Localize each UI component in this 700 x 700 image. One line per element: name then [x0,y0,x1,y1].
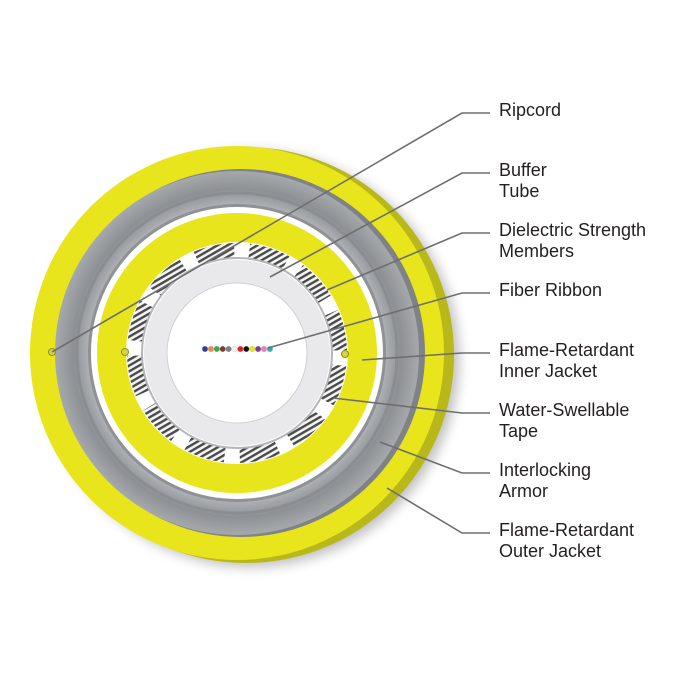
leader-line [269,172,490,278]
callout-label-line: Water-Swellable [499,400,630,420]
callout-label-line: Flame-Retardant [499,340,635,360]
strength-member-segment [149,259,188,296]
callout-label-line: Inner Jacket [499,361,598,381]
callout-label-line: Outer Jacket [499,541,602,561]
buffer-tube-interior [166,282,308,424]
callout-label-line: Ripcord [499,100,562,120]
strength-member-segment [324,309,347,351]
leader-line [386,487,490,534]
strength-member-segment [127,355,150,397]
strength-member-segment [143,402,180,441]
fiber [255,345,262,353]
ripcord [121,348,129,356]
leader-line [267,292,490,349]
ripcord [341,350,349,358]
fiber [213,345,220,353]
strength-member-segment [320,364,347,406]
callout-label-line: Tube [499,181,540,201]
leader-line [332,397,490,414]
callout-label-line: Dielectric Strength [499,220,647,240]
leader-line [326,232,490,291]
strength-member-segment [193,243,235,266]
callout-label: Fiber Ribbon [499,280,602,301]
leader-line [361,352,490,361]
strength-member-segment [239,440,281,463]
fiber [219,345,226,353]
fiber [201,345,209,353]
leader-line [51,112,490,353]
callout-label-line: Buffer [499,160,547,180]
callout-label-line: Armor [499,481,548,501]
fiber [249,345,256,353]
leader-line [379,441,490,474]
callout-label-line: Flame-Retardant [499,520,635,540]
fiber [207,345,214,353]
callout-label-line: Interlocking [499,460,592,480]
fiber [243,345,250,353]
callout-label: Ripcord [499,100,561,121]
strength-member-segment [286,410,325,447]
strength-member-segment [248,243,290,270]
strength-member-segment [294,265,331,304]
fiber [260,345,268,353]
callout-label-line: Fiber Ribbon [499,280,603,300]
strength-member-segment [127,300,154,342]
armor-ridge [75,191,399,515]
fiber [237,345,244,353]
fiber [231,345,238,353]
strength-member-segment [184,436,226,463]
fiber [225,345,232,353]
water-swellable-tape [141,257,333,449]
callout-label-line: Tape [499,421,539,441]
callout-label-line: Members [499,241,575,261]
